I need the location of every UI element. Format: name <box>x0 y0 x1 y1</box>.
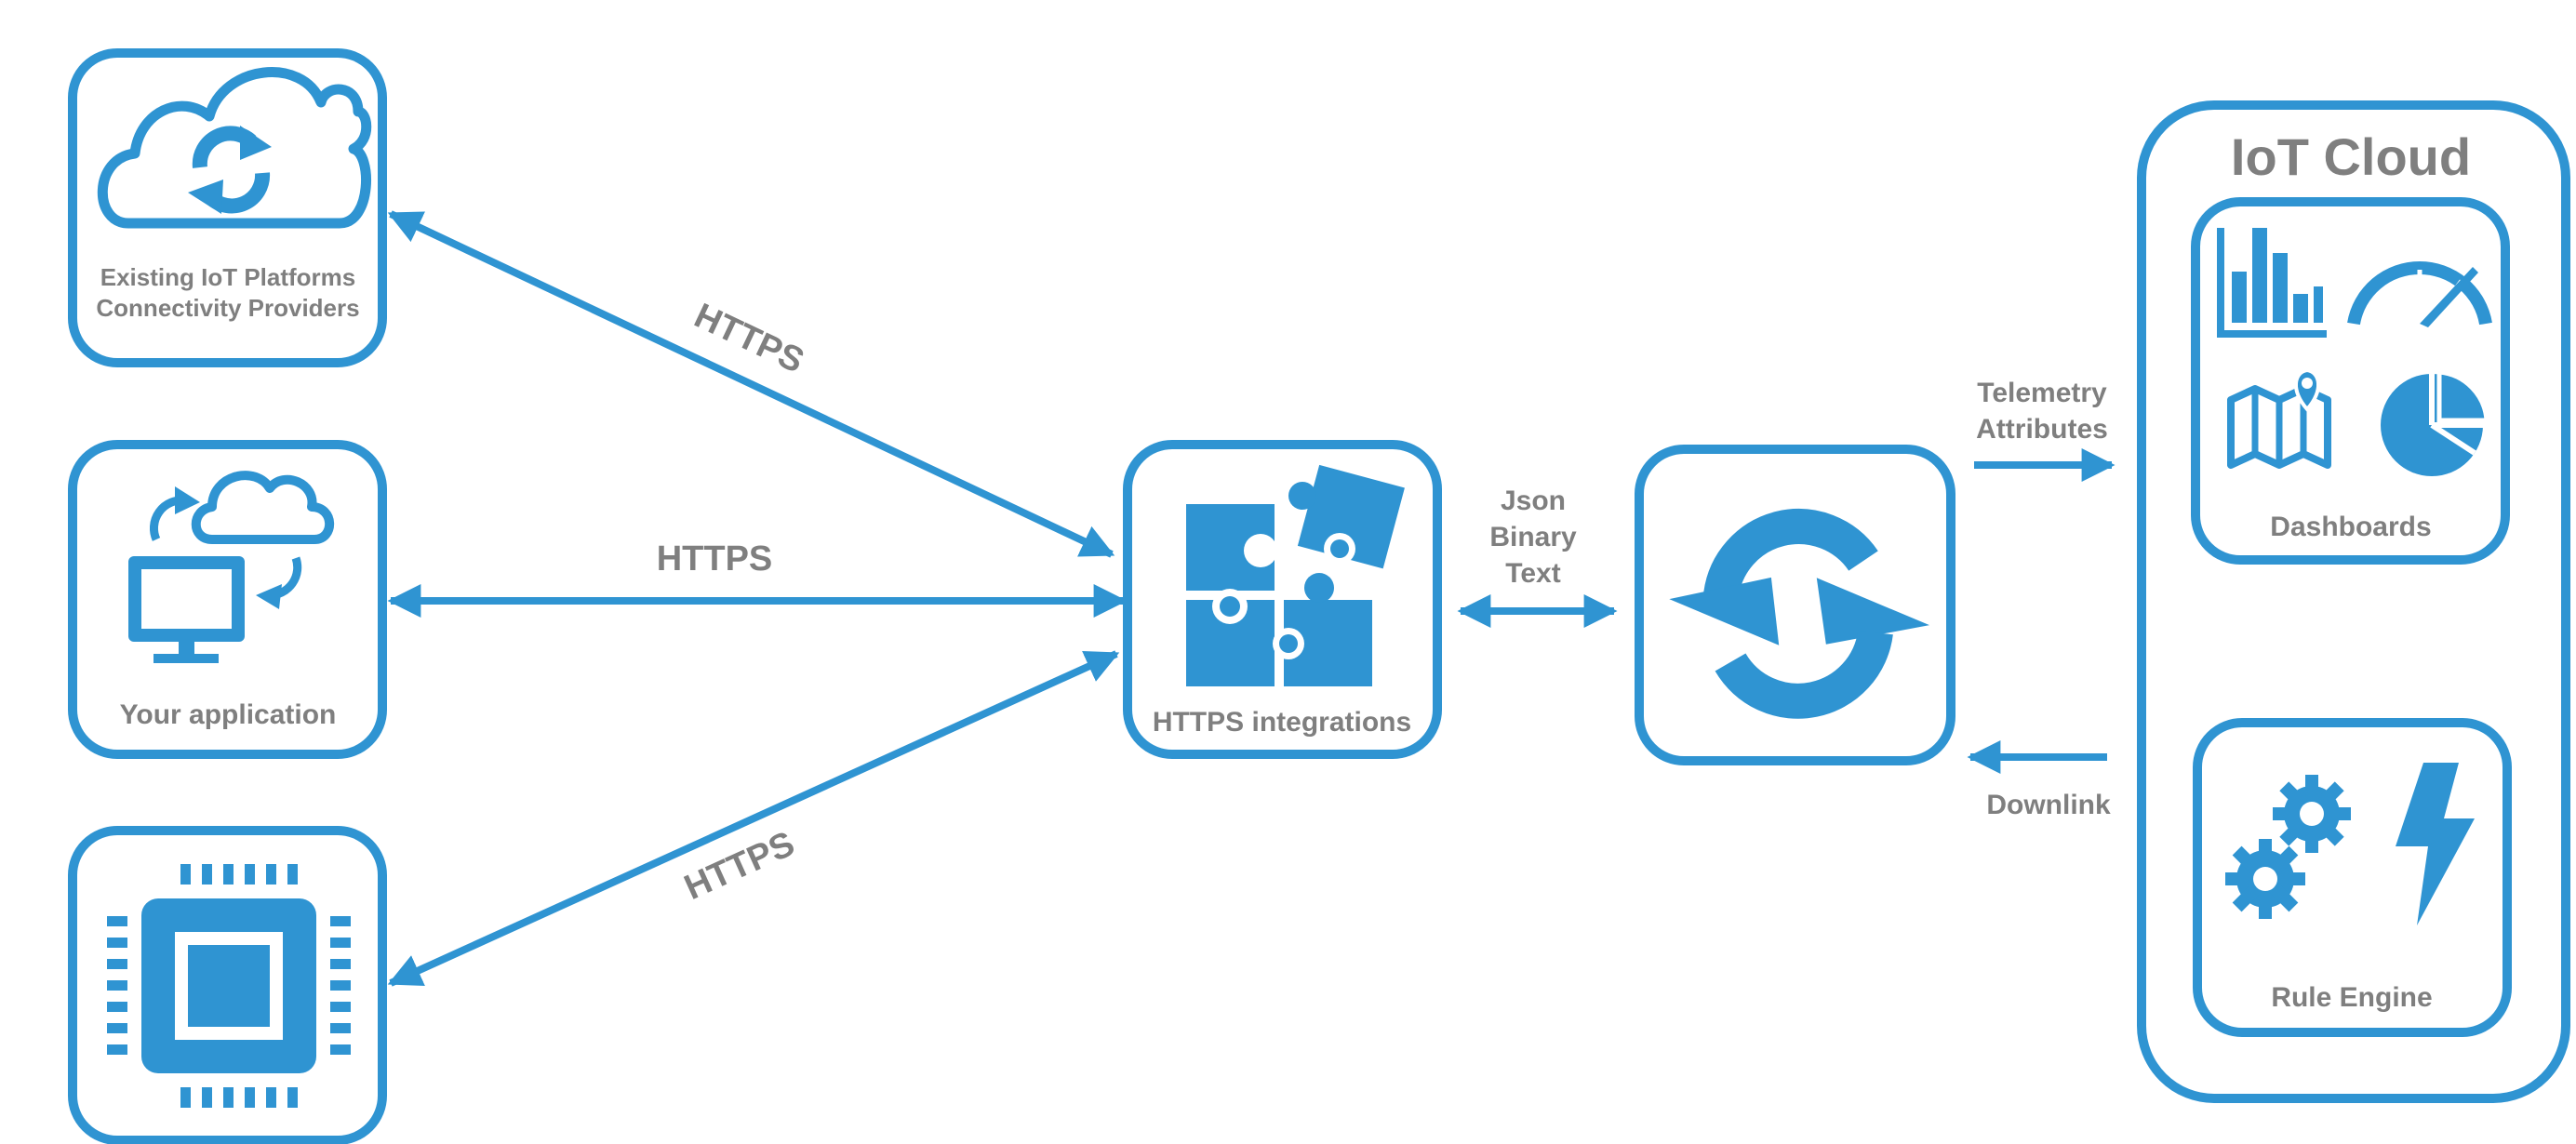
pie-chart-icon <box>2381 369 2489 476</box>
middle-https-label: HTTPS <box>657 539 773 579</box>
downlink-connection: Downlink <box>1967 740 2111 820</box>
bottom-https-label: HTTPS <box>679 824 801 908</box>
monitor-cloud-sync-icon <box>128 471 335 663</box>
middle-https-connection: HTTPS <box>387 539 1128 618</box>
sync-arrows-icon <box>1669 509 1930 719</box>
device-node <box>68 826 387 1144</box>
your-application-node: Your application <box>68 440 387 759</box>
map-icon <box>2227 367 2331 469</box>
https-integrations-label: HTTPS integrations <box>1153 707 1411 738</box>
microchip-icon <box>107 864 351 1108</box>
gears-icon <box>2225 775 2351 919</box>
bottom-https-connection: HTTPS <box>387 650 1120 987</box>
iot-cloud-panel: IoT Cloud <box>2137 100 2570 1103</box>
lightning-icon <box>2396 763 2475 925</box>
format-text: Text <box>1505 558 1560 589</box>
https-integrations-node: HTTPS integrations <box>1123 440 1442 759</box>
cloud-sync-icon <box>97 67 372 229</box>
bar-chart-icon <box>2217 228 2327 338</box>
top-https-label: HTTPS <box>688 297 810 381</box>
rule-engine-node: Rule Engine <box>2193 718 2512 1037</box>
uplink-attributes-label: Attributes <box>1976 414 2108 445</box>
gauge-icon <box>2347 261 2492 327</box>
existing-platforms-node: Existing IoT Platforms Connectivity Prov… <box>68 48 387 367</box>
uplink-connection: Telemetry Attributes <box>1974 378 2116 482</box>
iot-cloud-title: IoT Cloud <box>2231 127 2471 186</box>
downlink-label: Downlink <box>1986 790 2111 820</box>
rule-engine-label: Rule Engine <box>2271 982 2432 1013</box>
converter-node <box>1635 445 1955 765</box>
format-json: Json <box>1501 486 1566 516</box>
formats-connection: Json Binary Text <box>1457 486 1618 628</box>
your-application-label: Your application <box>120 699 337 730</box>
puzzle-icon <box>1186 464 1405 686</box>
top-https-connection: HTTPS <box>387 210 1115 558</box>
format-binary: Binary <box>1489 522 1577 552</box>
uplink-telemetry-label: Telemetry <box>1977 378 2107 408</box>
dashboards-node: Dashboards <box>2191 197 2510 565</box>
dashboards-label: Dashboards <box>2270 512 2431 542</box>
existing-platforms-label-line2: Connectivity Providers <box>96 294 359 322</box>
existing-platforms-label-line1: Existing IoT Platforms <box>100 263 356 291</box>
